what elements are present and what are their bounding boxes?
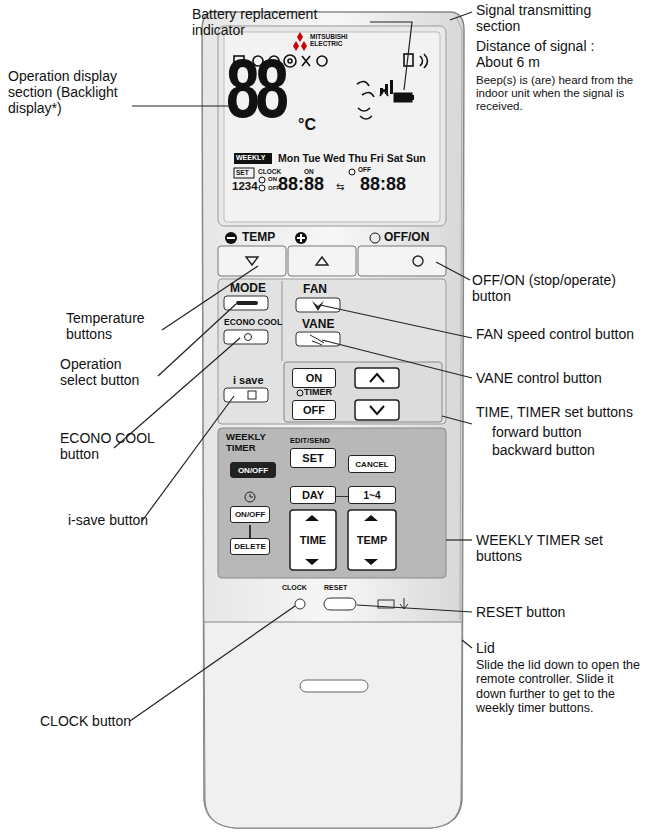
printed-marking: TEMP (242, 231, 275, 245)
callout-label: Beep(s) is (are) heard from the indoor u… (476, 74, 646, 114)
callout-label: Distance of signal : About 6 m (476, 38, 616, 70)
callout-label: VANE control button (476, 370, 646, 386)
button-label: TIME (300, 534, 326, 546)
button-label: 1~4 (364, 490, 381, 501)
printed-marking: ON (268, 176, 277, 183)
remote-button: TIME (290, 524, 336, 556)
printed-marking: OFF/ON (384, 231, 429, 245)
printed-marking: RESET (324, 584, 347, 592)
button-label: OFF (303, 404, 325, 416)
callout-label: i-save button (68, 512, 148, 528)
remote-button: OFF (292, 400, 336, 420)
button-label: DELETE (234, 542, 266, 551)
printed-marking: 1234 (232, 180, 258, 193)
remote-button: ON (292, 368, 336, 388)
callout-label: Lid (476, 640, 495, 656)
printed-marking: i save (233, 374, 264, 387)
printed-marking: VANE (302, 318, 334, 332)
printed-marking: °C (298, 116, 316, 134)
callout-label: forward button (492, 424, 582, 440)
button-label: ON (306, 372, 323, 384)
button-label: TEMP (357, 534, 388, 546)
remote-button: CANCEL (348, 455, 396, 473)
printed-marking: CLOCK (282, 584, 307, 592)
callout-label: RESET button (476, 604, 565, 620)
remote-button: ON/OFF (230, 462, 276, 478)
printed-marking: SET (236, 169, 249, 176)
callout-label: backward button (492, 442, 595, 458)
printed-marking: EDIT/SEND (290, 437, 330, 446)
remote-button: DAY (290, 486, 336, 504)
callout-label: FAN speed control button (476, 326, 646, 342)
callout-label: Signal transmitting section (476, 2, 626, 34)
callout-label: TIME, TIMER set buttons (476, 404, 646, 420)
printed-marking: WEEKLY (236, 154, 265, 162)
button-label: DAY (302, 489, 324, 501)
button-label: CANCEL (355, 460, 388, 469)
printed-marking: 88:88 (278, 174, 324, 195)
callout-label: Operation display section (Backlight dis… (8, 68, 130, 116)
button-label: ON/OFF (238, 466, 268, 475)
printed-marking: CLOCK (258, 168, 281, 175)
remote-button: ON/OFF (230, 506, 270, 523)
printed-marking: 88:88 (360, 174, 406, 195)
printed-marking: Mon Tue Wed Thu Fri Sat Sun (278, 152, 426, 164)
callout-label: Temperature buttons (66, 310, 162, 342)
callout-label: Slide the lid down to open the remote co… (476, 658, 646, 716)
callout-label: CLOCK button (40, 713, 131, 729)
callout-label: WEEKLY TIMER set buttons (476, 532, 646, 564)
svg-text:⇆: ⇆ (336, 181, 344, 192)
button-label: SET (302, 452, 323, 464)
printed-marking: MITSUBISHI ELECTRIC (310, 33, 356, 48)
printed-marking: 88 (226, 46, 285, 130)
printed-marking: OFF (358, 166, 371, 173)
printed-marking: TIMER (304, 387, 332, 397)
callout-label: OFF/ON (stop/operate) button (472, 272, 642, 304)
remote-button: DELETE (230, 538, 270, 555)
callout-label: ECONO COOL button (60, 430, 160, 462)
printed-marking: ECONO COOL (224, 318, 282, 328)
remote-button: SET (290, 448, 336, 468)
printed-marking: FAN (303, 283, 327, 297)
printed-marking: MODE (230, 282, 266, 296)
remote-button: 1~4 (348, 486, 396, 504)
button-label: ON/OFF (235, 510, 265, 519)
callout-label: Operation select button (60, 356, 158, 388)
remote-button: TEMP (348, 524, 396, 556)
printed-marking: WEEKLY TIMER (226, 432, 286, 454)
